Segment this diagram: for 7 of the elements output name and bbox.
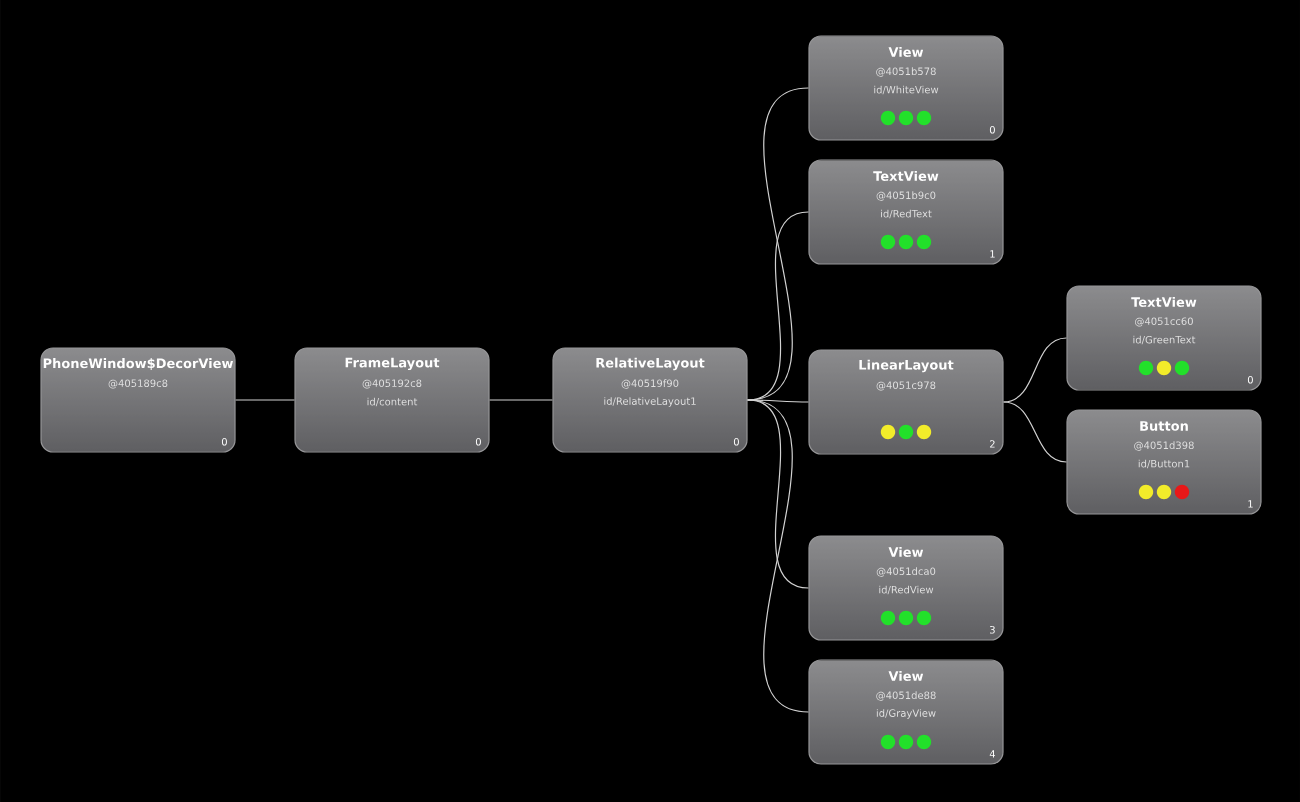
connector-line [747, 399, 809, 713]
connector-line [1003, 337, 1067, 403]
connector-line [747, 399, 809, 403]
connector-line [489, 399, 553, 401]
connector-line [1003, 401, 1067, 463]
connector-line [235, 399, 296, 401]
connector-line [747, 399, 809, 589]
